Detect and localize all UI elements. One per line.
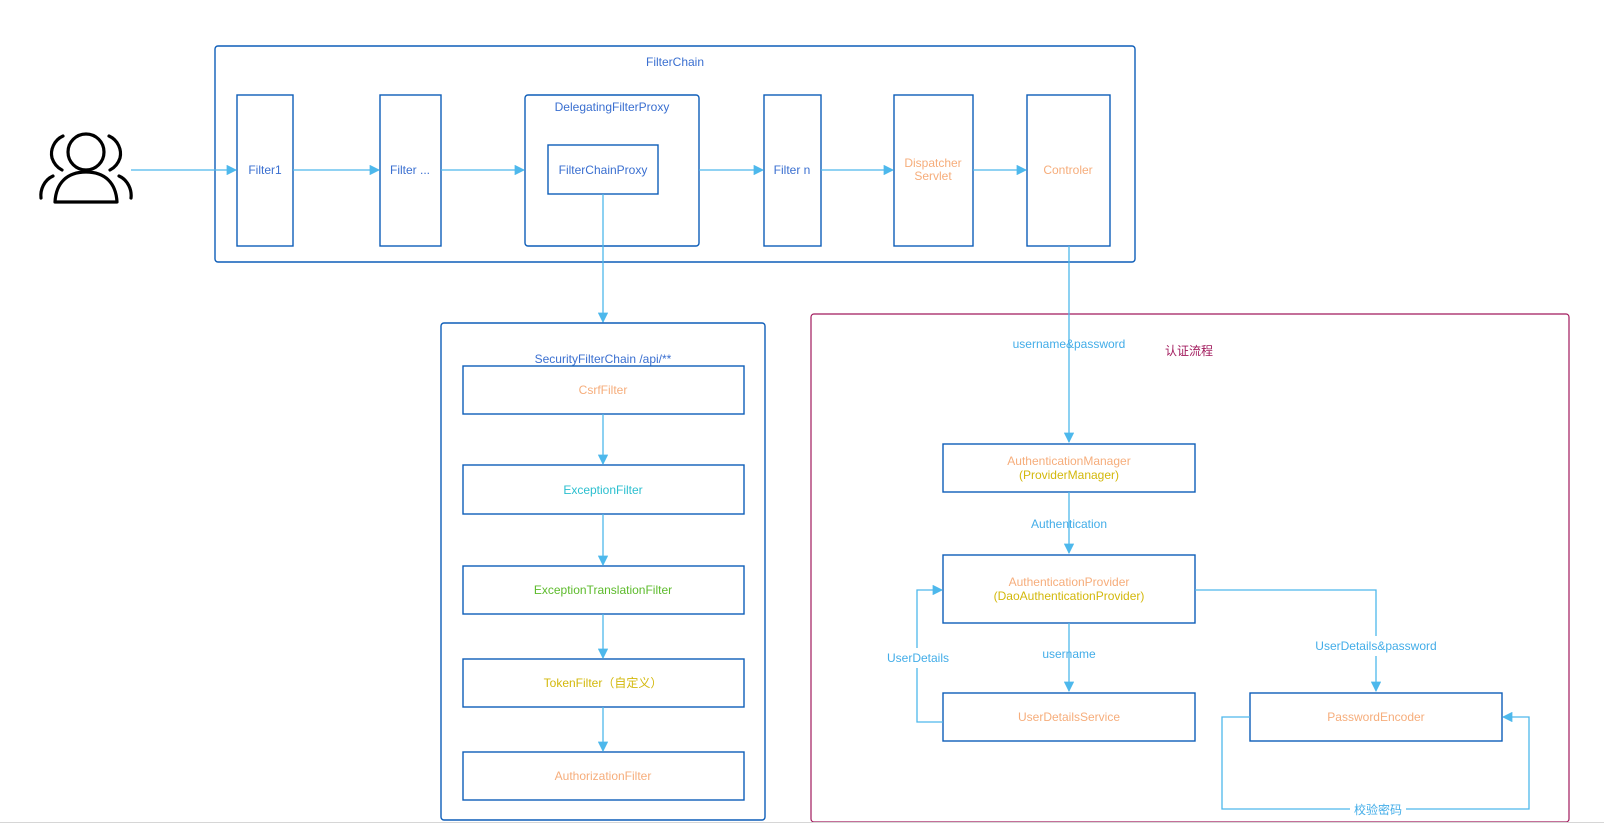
authorization-filter-label: AuthorizationFilter [555,769,652,783]
authorization-filter-box[interactable] [462,751,745,801]
edge-label-bg-user-details [882,648,952,668]
edge-label-username-password: username&password [1013,337,1126,351]
edge-label-user-details-password: UserDetails&password [1315,639,1436,653]
filter-dots-box[interactable] [379,94,442,247]
token-filter-box[interactable] [462,658,745,708]
dispatcher-label-line1: Dispatcher [904,156,961,170]
filter-chain-proxy-box[interactable] [547,144,659,195]
bottom-divider [0,822,1604,823]
authentication-manager-label: AuthenticationManager [1007,454,1130,468]
edge-label-bg-verify-password [1350,800,1406,818]
exception-filter-label: ExceptionFilter [563,483,642,497]
password-encoder-box[interactable] [1249,692,1503,742]
filter-chain-proxy-label: FilterChainProxy [559,163,648,177]
arrow-provider-to-password-encoder [1195,589,1382,693]
filter-dots-label: Filter ... [390,163,430,177]
users-icon [39,132,133,204]
edge-label-bg-user-details-password [1310,636,1442,656]
filter1-box[interactable] [236,94,294,247]
edge-label-authentication: Authentication [1031,517,1107,531]
token-filter-label: TokenFilter（自定义） [544,675,663,690]
exception-translation-filter-box[interactable] [462,565,745,615]
authentication-manager-box[interactable] [942,443,1196,493]
user-details-service-label: UserDetailsService [1018,710,1120,724]
edge-label-user-details: UserDetails [887,651,949,665]
filter-chain-frame [214,45,1136,263]
controller-label: Controler [1043,163,1092,177]
dispatcher-servlet-box[interactable] [893,94,974,247]
auth-flow-title: 认证流程 [1165,343,1213,358]
security-filter-chain-title: SecurityFilterChain /api/** [535,352,672,366]
security-filter-chain-frame [440,322,766,821]
password-encoder-label: PasswordEncoder [1327,710,1424,724]
authentication-provider-box[interactable] [942,554,1196,624]
csrf-filter-box[interactable] [462,365,745,415]
csrf-filter-label: CsrfFilter [579,383,628,397]
edge-label-verify-password: 校验密码 [1354,802,1402,817]
filter-chain-title: FilterChain [646,55,704,69]
filter-n-label: Filter n [774,163,811,177]
dispatcher-label-line2: Servlet [914,169,952,183]
provider-manager-label: (ProviderManager) [1019,468,1119,482]
dao-authentication-provider-label: (DaoAuthenticationProvider) [994,589,1145,603]
filter1-label: Filter1 [248,163,282,177]
delegating-filter-proxy-label: DelegatingFilterProxy [555,100,670,114]
user-details-service-box[interactable] [942,692,1196,742]
authentication-provider-label: AuthenticationProvider [1009,575,1130,589]
edge-label-username: username [1042,647,1096,661]
exception-translation-filter-label: ExceptionTranslationFilter [534,583,672,597]
filter-n-box[interactable] [763,94,822,247]
